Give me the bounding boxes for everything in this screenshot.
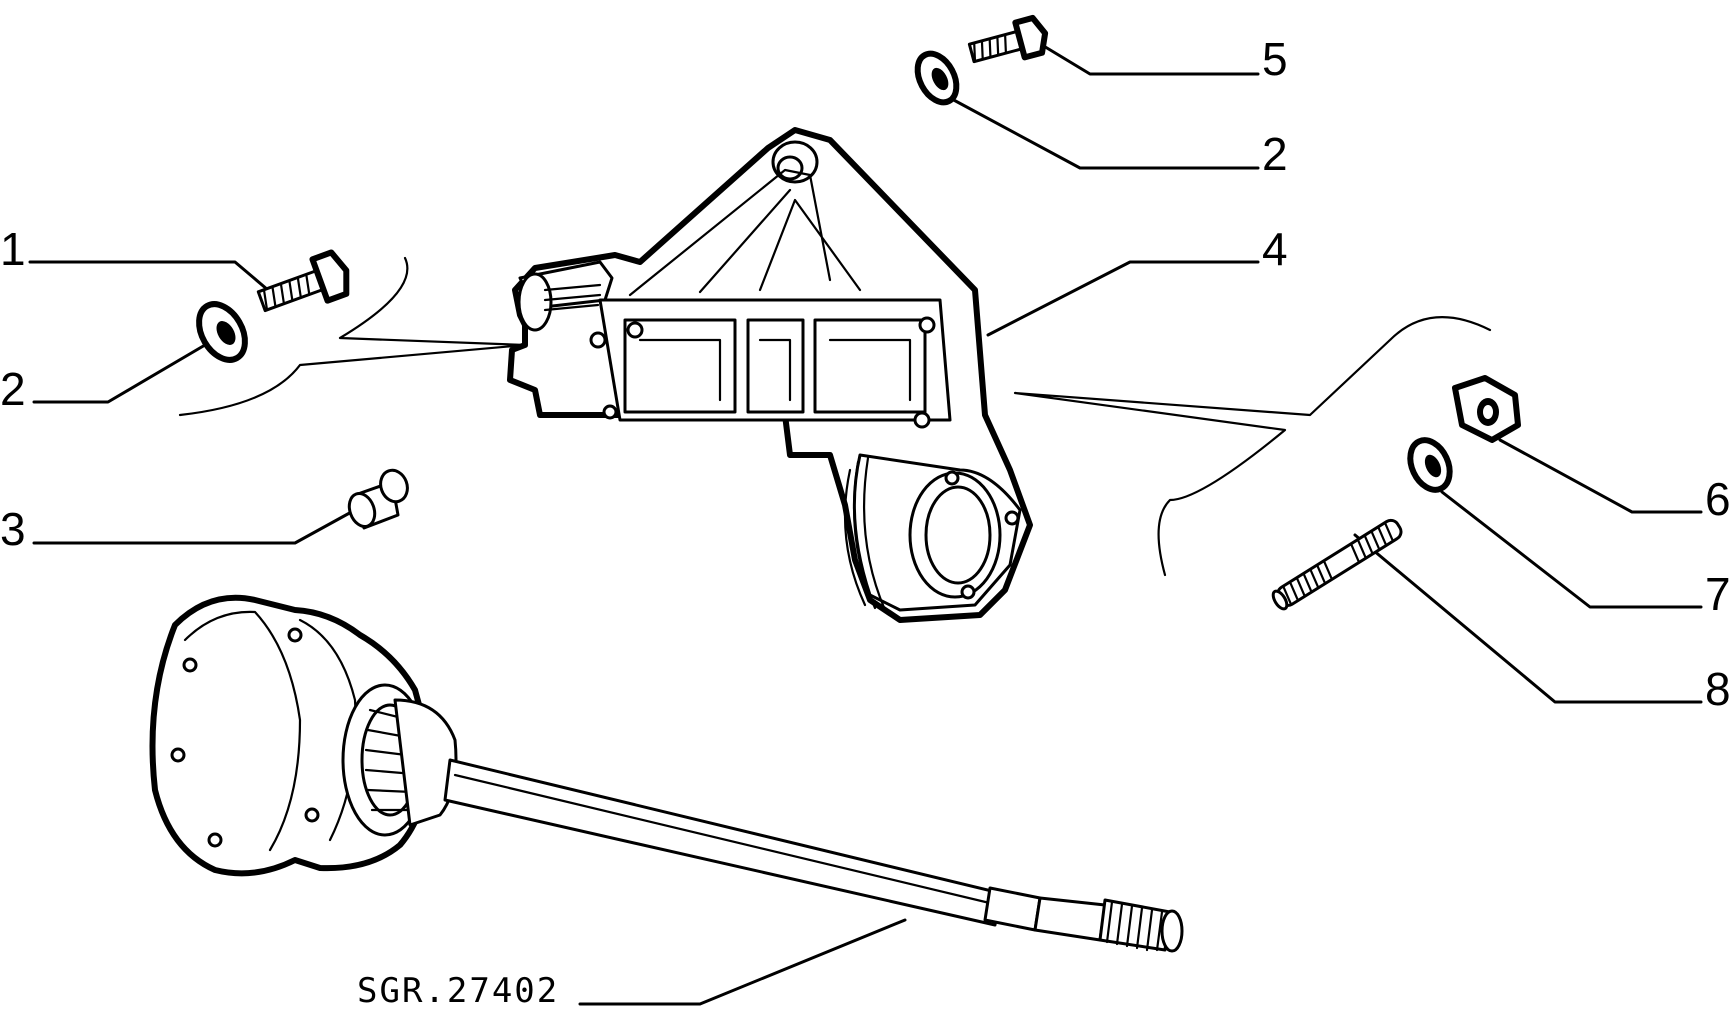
- leader-lines: [28, 43, 1703, 1006]
- support-bracket-part-4: [507, 127, 1033, 623]
- leader-line-7: [1440, 490, 1703, 609]
- leader-line-3: [32, 508, 357, 545]
- washer-part-2-left: [196, 301, 248, 363]
- leader-line-6: [1498, 438, 1703, 514]
- callout-label-4: 4: [1262, 223, 1288, 275]
- leader-line-8: [1353, 533, 1703, 704]
- callout-label-7: 7: [1705, 568, 1731, 620]
- callout-label-2-right: 2: [1262, 128, 1288, 180]
- callout-label-3: 3: [0, 503, 26, 555]
- reference-code: SGR.27402: [357, 971, 559, 1009]
- leader-line-5: [1040, 43, 1260, 76]
- bushing-part-3: [347, 468, 409, 530]
- stud-part-8: [1271, 518, 1403, 611]
- leader-line-4: [986, 260, 1260, 337]
- leader-line-2-right: [948, 96, 1260, 170]
- callout-label-1: 1: [0, 223, 26, 275]
- callout-label-5: 5: [1262, 33, 1288, 85]
- assembly-guide-lines: [178, 256, 1492, 577]
- callout-labels: 1 2 3 5 2 4 6 7 8 SGR.27402: [0, 33, 1731, 1009]
- washer-part-7: [1407, 437, 1453, 493]
- callout-label-8: 8: [1705, 663, 1731, 715]
- leader-line-reference: [578, 918, 907, 1006]
- drive-shaft-assembly: [149, 594, 1184, 953]
- callout-label-2-left: 2: [0, 363, 26, 415]
- callout-label-6: 6: [1705, 473, 1731, 525]
- nut-part-6: [1452, 375, 1521, 443]
- leader-line-2-left: [32, 343, 207, 404]
- leader-line-1: [28, 260, 270, 292]
- bolt-part-5: [967, 14, 1049, 64]
- bolt-part-1: [256, 249, 350, 313]
- washer-part-2-right: [914, 50, 960, 106]
